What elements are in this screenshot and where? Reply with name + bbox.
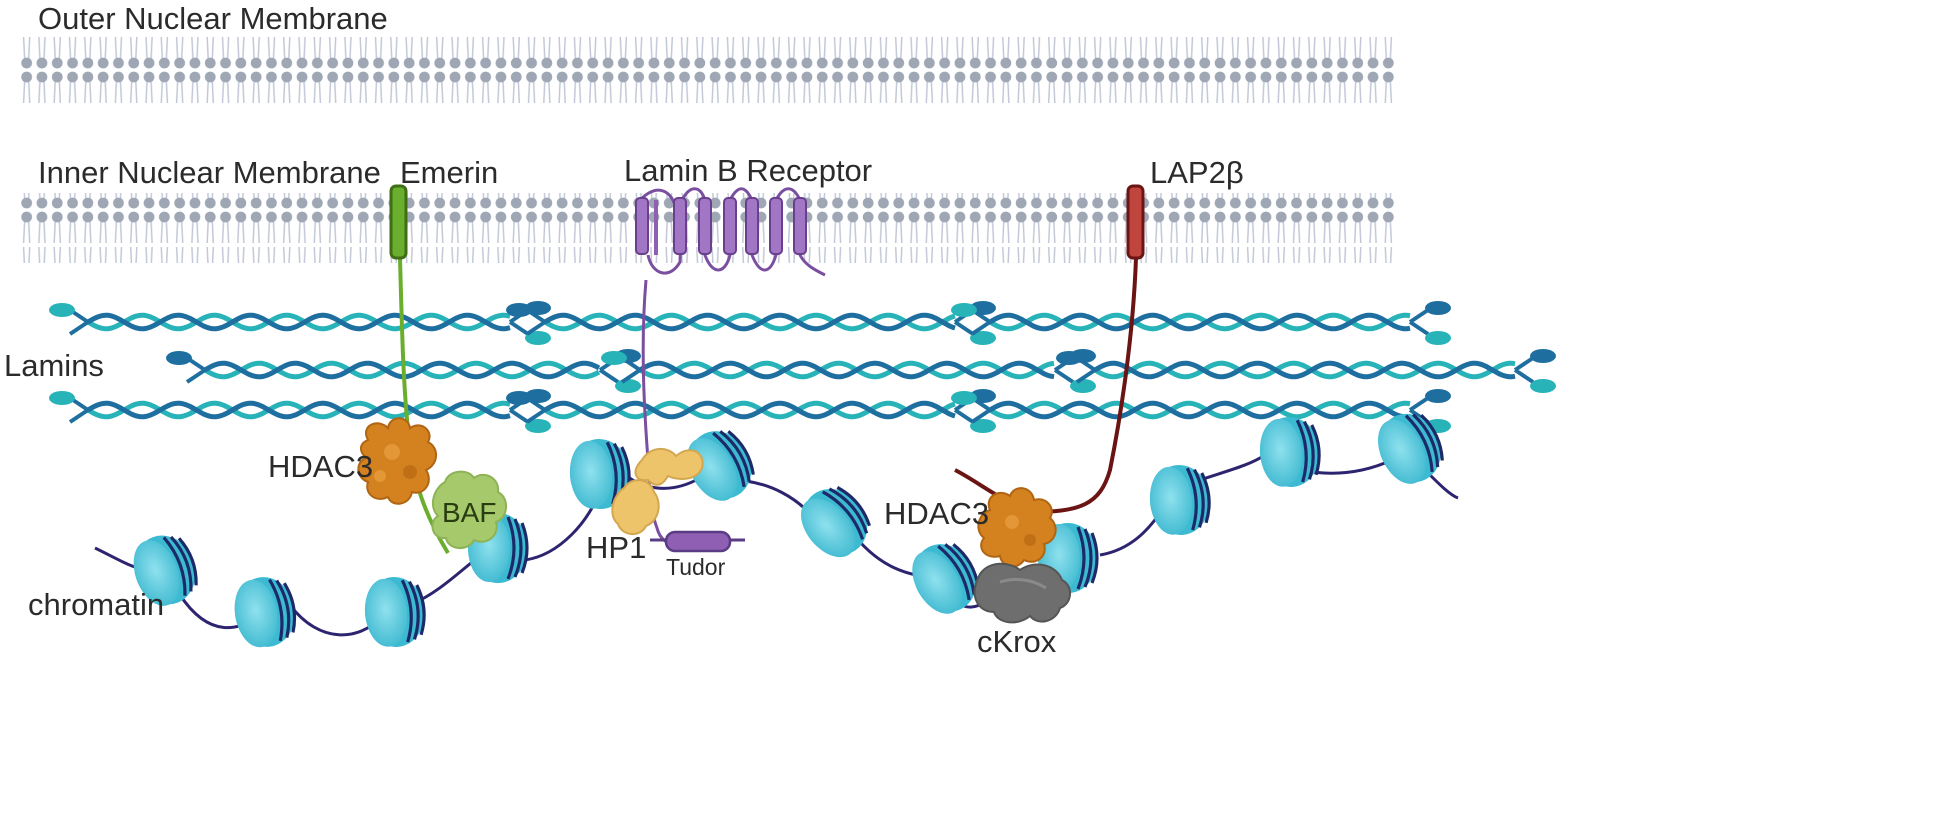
lamin-head	[951, 391, 977, 405]
nucleosome	[899, 531, 991, 625]
hdac3-left-protein	[357, 417, 437, 505]
lamin-head	[506, 391, 532, 405]
lamin-head	[525, 331, 551, 345]
lamin-head	[1530, 379, 1556, 393]
lamin-strand	[1093, 360, 1516, 380]
lamin-strand	[543, 400, 956, 420]
nucleosome	[360, 572, 430, 652]
tudor-domain	[650, 530, 745, 553]
lamin-head	[1530, 349, 1556, 363]
lamin-head	[525, 419, 551, 433]
lamin-head	[601, 351, 627, 365]
lamin-strand	[988, 312, 1411, 332]
chromatin-label: chromatin	[28, 587, 164, 622]
inner-membrane-label: Inner Nuclear Membrane	[38, 155, 381, 190]
hp1-protein	[611, 448, 704, 535]
lamin-head	[970, 419, 996, 433]
emerin-label: Emerin	[400, 155, 498, 190]
nucleosome	[1366, 402, 1454, 494]
lamins-label: Lamins	[4, 348, 104, 383]
lamin-strand	[543, 400, 956, 420]
hdac3-right-label: HDAC3	[884, 496, 989, 531]
lamin-strand	[86, 312, 511, 332]
ckrox-label: cKrox	[977, 624, 1057, 659]
lamin-strand	[543, 312, 956, 332]
lamin-head	[1056, 351, 1082, 365]
lamin-fork	[1408, 308, 1430, 336]
lamin-strand	[638, 360, 1055, 380]
lamin-strand	[988, 400, 1411, 420]
nucleosome	[1255, 412, 1325, 492]
lamin-b-receptor-label: Lamin B Receptor	[624, 153, 872, 188]
lap2b-label: LAP2β	[1150, 155, 1244, 190]
lamin-strand	[543, 312, 956, 332]
lamin-head	[1425, 301, 1451, 315]
nucleosome	[1145, 460, 1215, 540]
lamin-head	[49, 303, 75, 317]
baf-label: BAF	[442, 497, 496, 528]
lamin-head	[970, 331, 996, 345]
lamin-head	[615, 379, 641, 393]
ckrox-protein	[973, 562, 1071, 624]
hdac3-right-protein	[977, 487, 1057, 568]
nucleosome	[227, 570, 303, 654]
lamin-strand	[203, 360, 601, 380]
hp1-label: HP1	[586, 530, 646, 565]
outer-membrane-label: Outer Nuclear Membrane	[38, 1, 388, 36]
lamin-head	[951, 303, 977, 317]
hdac3-left-label: HDAC3	[268, 449, 373, 484]
lamin-head	[166, 351, 192, 365]
nucleosome	[787, 474, 883, 570]
lamin-head	[49, 391, 75, 405]
lamin-head	[1425, 331, 1451, 345]
tudor-label: Tudor	[666, 554, 726, 580]
outer-nuclear-membrane	[19, 33, 1397, 103]
lamin-strand	[86, 400, 511, 420]
lamin-strand	[638, 360, 1055, 380]
lamin-filaments	[49, 301, 1556, 433]
baf-protein	[431, 470, 507, 549]
lamin-head	[506, 303, 532, 317]
lamin-fork	[1513, 356, 1535, 384]
lamin-head	[1425, 389, 1451, 403]
lamin-head	[1070, 379, 1096, 393]
